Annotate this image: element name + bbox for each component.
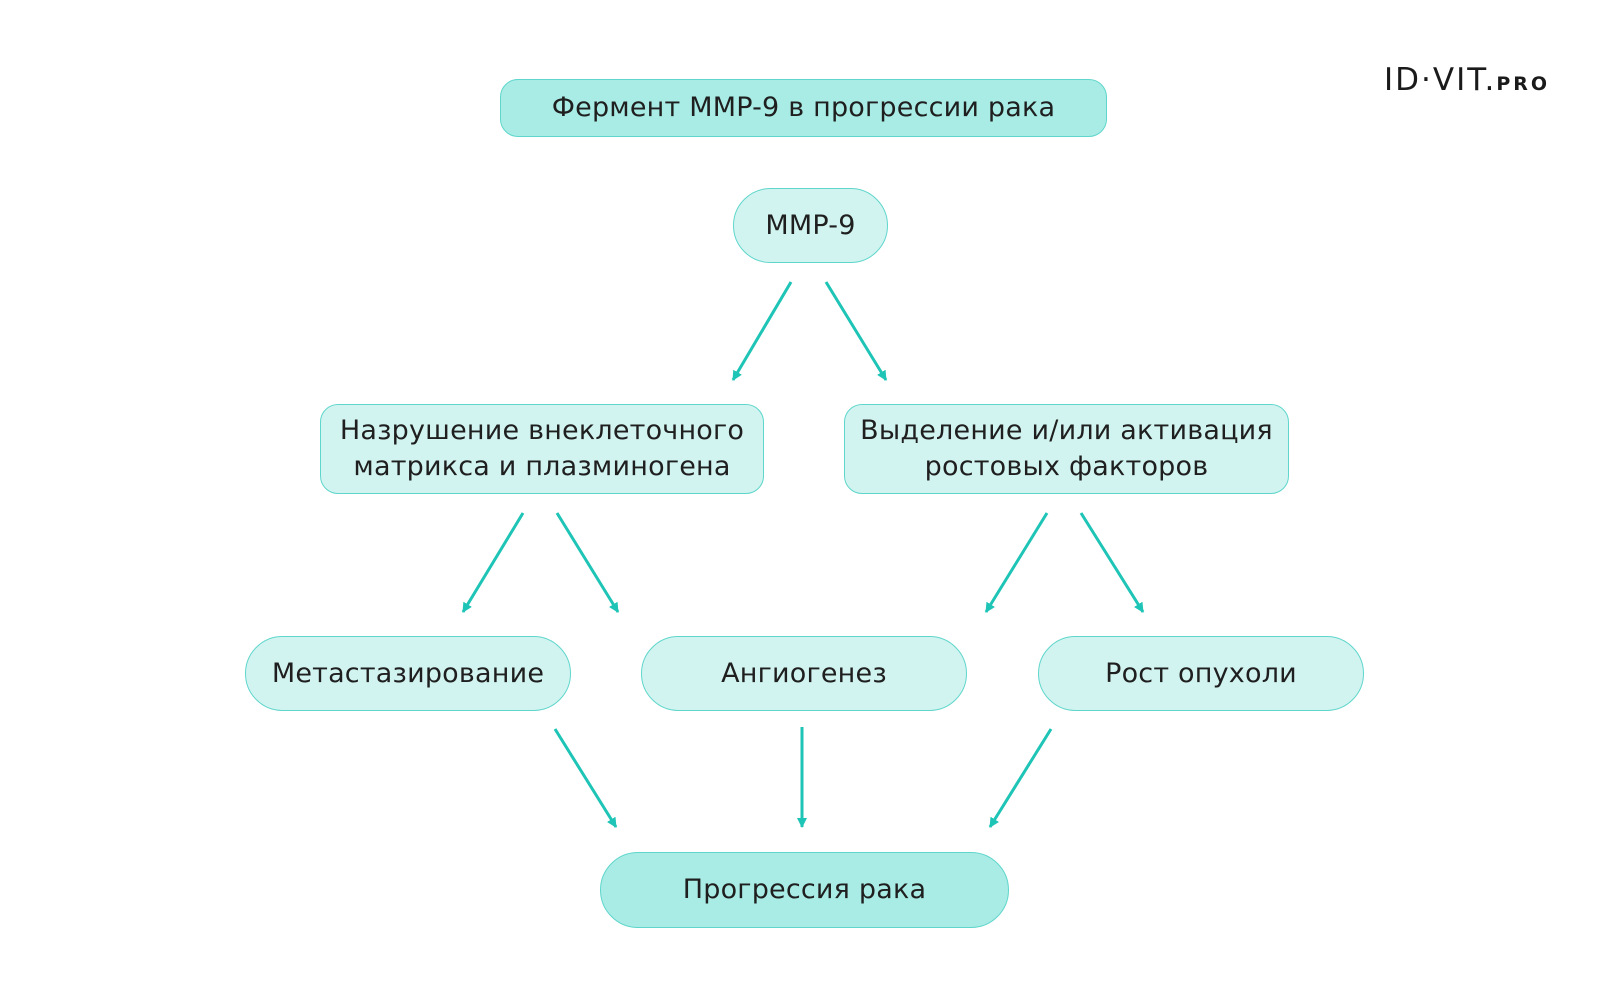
effect-node-line-1: Назрушение внеклеточного	[339, 415, 745, 446]
diagram-title-text: Фермент MMP-9 в прогрессии рака	[551, 92, 1056, 123]
logo-main-text: ID·VIT.	[1384, 62, 1497, 98]
arrow-down-icon	[555, 512, 620, 613]
diagram-title: Фермент MMP-9 в прогрессии рака	[500, 79, 1107, 137]
effect-node-line-2: ростовых факторов	[924, 451, 1209, 482]
root-node-text: MMP-9	[765, 209, 856, 241]
outcome-node-text: Метастазирование	[271, 657, 545, 689]
arrow-down-icon	[731, 281, 793, 381]
root-node-mmp9: MMP-9	[733, 188, 888, 263]
final-node-text: Прогрессия рака	[682, 874, 927, 905]
outcome-node-text: Ангиогенез	[721, 657, 887, 689]
arrow-down-icon	[824, 281, 888, 381]
outcome-node-angiogenesis: Ангиогенез	[641, 636, 967, 711]
logo-suffix-text: PRO	[1496, 73, 1551, 95]
outcome-node-text: Рост опухоли	[1105, 657, 1297, 689]
effect-node-matrix-degradation: Назрушение внеклеточного матрикса и плаз…	[320, 404, 764, 494]
effect-node-line-1: Выделение и/или активация	[860, 415, 1273, 446]
idvit-logo: ID·VIT.PRO	[1384, 62, 1550, 98]
effect-node-line-2: матрикса и плазминогена	[353, 451, 731, 482]
arrow-down-icon	[984, 512, 1049, 613]
final-node-cancer-progression: Прогрессия рака	[600, 852, 1009, 928]
arrow-down-icon	[1079, 512, 1145, 613]
outcome-node-metastasis: Метастазирование	[245, 636, 571, 711]
effect-node-growth-factors: Выделение и/или активация ростовых факто…	[844, 404, 1289, 494]
outcome-node-tumor-growth: Рост опухоли	[1038, 636, 1364, 711]
arrow-down-icon	[553, 728, 618, 828]
arrow-down-icon	[461, 512, 525, 613]
arrow-down-icon	[988, 728, 1053, 828]
